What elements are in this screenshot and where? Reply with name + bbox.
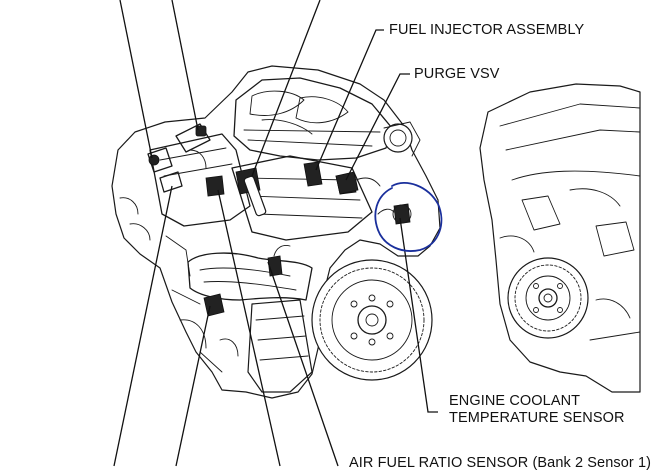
- label-purge-vsv: PURGE VSV: [414, 66, 500, 82]
- highlight-circle: [374, 182, 443, 252]
- second-engine-illustration: [479, 83, 641, 393]
- leader-lines: [113, 0, 438, 467]
- engine-parts-diagram: [111, 0, 641, 467]
- label-air-fuel-sensor: AIR FUEL RATIO SENSOR (Bank 2 Sensor 1): [349, 455, 651, 471]
- flywheel: [311, 259, 433, 381]
- engine-illustration: [111, 65, 441, 399]
- label-coolant-sensor-line2: TEMPERATURE SENSOR: [449, 410, 625, 426]
- label-fuel-injector: FUEL INJECTOR ASSEMBLY: [389, 22, 585, 38]
- label-coolant-sensor-line1: ENGINE COOLANT: [449, 393, 581, 409]
